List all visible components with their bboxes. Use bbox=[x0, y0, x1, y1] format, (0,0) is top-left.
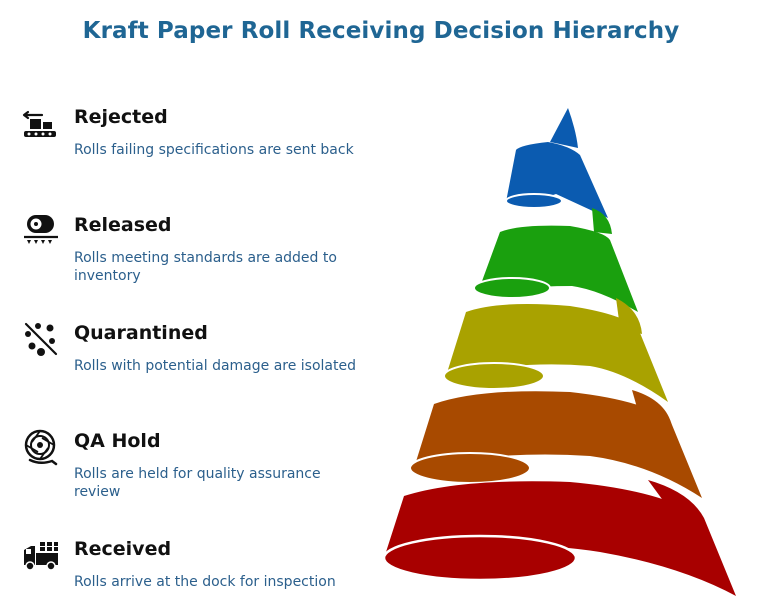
delivery-truck-icon bbox=[24, 542, 58, 571]
cone-tier-qa-hold bbox=[414, 391, 702, 498]
cone-tier-quarantined bbox=[446, 304, 668, 402]
diagram-title: Kraft Paper Roll Receiving Decision Hier… bbox=[82, 18, 680, 44]
cone-tip-segment bbox=[550, 108, 578, 148]
cone-tier-back-released bbox=[592, 208, 612, 234]
level-label: QA Hold bbox=[74, 430, 161, 452]
spiral-cone bbox=[382, 108, 736, 596]
cone-tier-released bbox=[478, 225, 638, 312]
virus-scatter-icon bbox=[24, 322, 58, 356]
inspection-roll-icon bbox=[24, 429, 58, 466]
level-description: Rolls are held for quality assurance rev… bbox=[74, 466, 321, 500]
level-description: Rolls meeting standards are added to inv… bbox=[74, 250, 337, 284]
cone-tier-rim bbox=[443, 362, 545, 390]
level-label: Rejected bbox=[74, 106, 168, 128]
level-description: Rolls arrive at the dock for inspection bbox=[74, 574, 336, 590]
level-label: Released bbox=[74, 214, 172, 236]
cone-tier-rim bbox=[409, 452, 531, 484]
cone-tier-back-received bbox=[648, 480, 704, 518]
conveyor-return-icon bbox=[22, 110, 56, 137]
level-label: Received bbox=[74, 538, 172, 560]
cone-tier-rim bbox=[382, 534, 578, 582]
cone-tier-rim bbox=[505, 193, 563, 209]
level-description: Rolls failing specifications are sent ba… bbox=[74, 142, 354, 158]
cone-tier-received bbox=[386, 481, 736, 596]
roll-on-conveyor-icon bbox=[24, 215, 58, 244]
level-description: Rolls with potential damage are isolated bbox=[74, 358, 356, 374]
cone-tier-rim bbox=[473, 277, 551, 299]
level-label: Quarantined bbox=[74, 322, 208, 344]
